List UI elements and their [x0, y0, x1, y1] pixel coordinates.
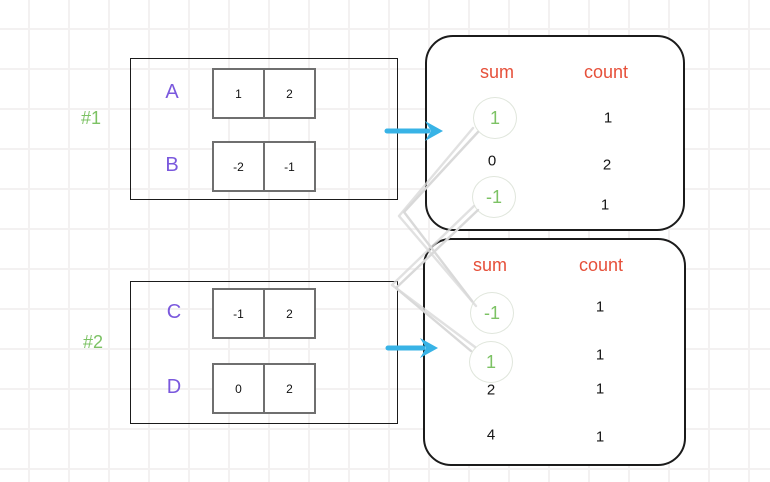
group1-sum-value: -1 [485, 187, 503, 207]
array-a-cell-0: 1 [212, 68, 265, 119]
array-c-label: C [166, 301, 182, 323]
group2-count-value: 1 [595, 346, 605, 364]
group2-sum-value: -1 [483, 303, 501, 323]
array-b-cell-0: -2 [212, 141, 265, 192]
array-a-cells: 1 2 [212, 68, 316, 119]
group2-sum-header: sum [472, 255, 508, 275]
group2-count-header: count [578, 255, 624, 275]
group1-label: #1 [80, 108, 102, 128]
array-b-cell-1: -1 [263, 141, 316, 192]
array-b-cells: -2 -1 [212, 141, 316, 192]
group1-count-value: 1 [603, 109, 613, 127]
array-b-label: B [165, 154, 179, 176]
group2-label: #2 [82, 332, 104, 352]
group1-sum-value: 1 [489, 108, 501, 128]
group2-sum-table [423, 238, 686, 466]
highlight-circle [473, 97, 517, 139]
array-d-cell-1: 2 [263, 363, 316, 414]
group2-box [130, 281, 398, 424]
group2-count-value: 1 [595, 380, 605, 398]
array-a-cell-1: 2 [263, 68, 316, 119]
array-d-cell-0: 0 [212, 363, 265, 414]
group1-sum-table [425, 35, 685, 231]
array-d-cells: 0 2 [212, 363, 316, 414]
group1-count-header: count [583, 62, 629, 82]
group2-sum-value: 4 [486, 426, 496, 444]
array-c-cell-0: -1 [212, 288, 265, 339]
group1-sum-value: 0 [487, 152, 497, 170]
group2-count-value: 1 [595, 298, 605, 316]
array-d-label: D [166, 376, 182, 398]
array-a-label: A [165, 81, 179, 103]
group2-sum-value: 2 [486, 381, 496, 399]
group2-sum-value: 1 [485, 352, 497, 372]
highlight-circle [469, 341, 513, 383]
array-c-cells: -1 2 [212, 288, 316, 339]
group2-count-value: 1 [595, 428, 605, 446]
group1-count-value: 2 [602, 156, 612, 174]
group1-sum-header: sum [479, 62, 515, 82]
array-c-cell-1: 2 [263, 288, 316, 339]
group1-count-value: 1 [600, 196, 610, 214]
